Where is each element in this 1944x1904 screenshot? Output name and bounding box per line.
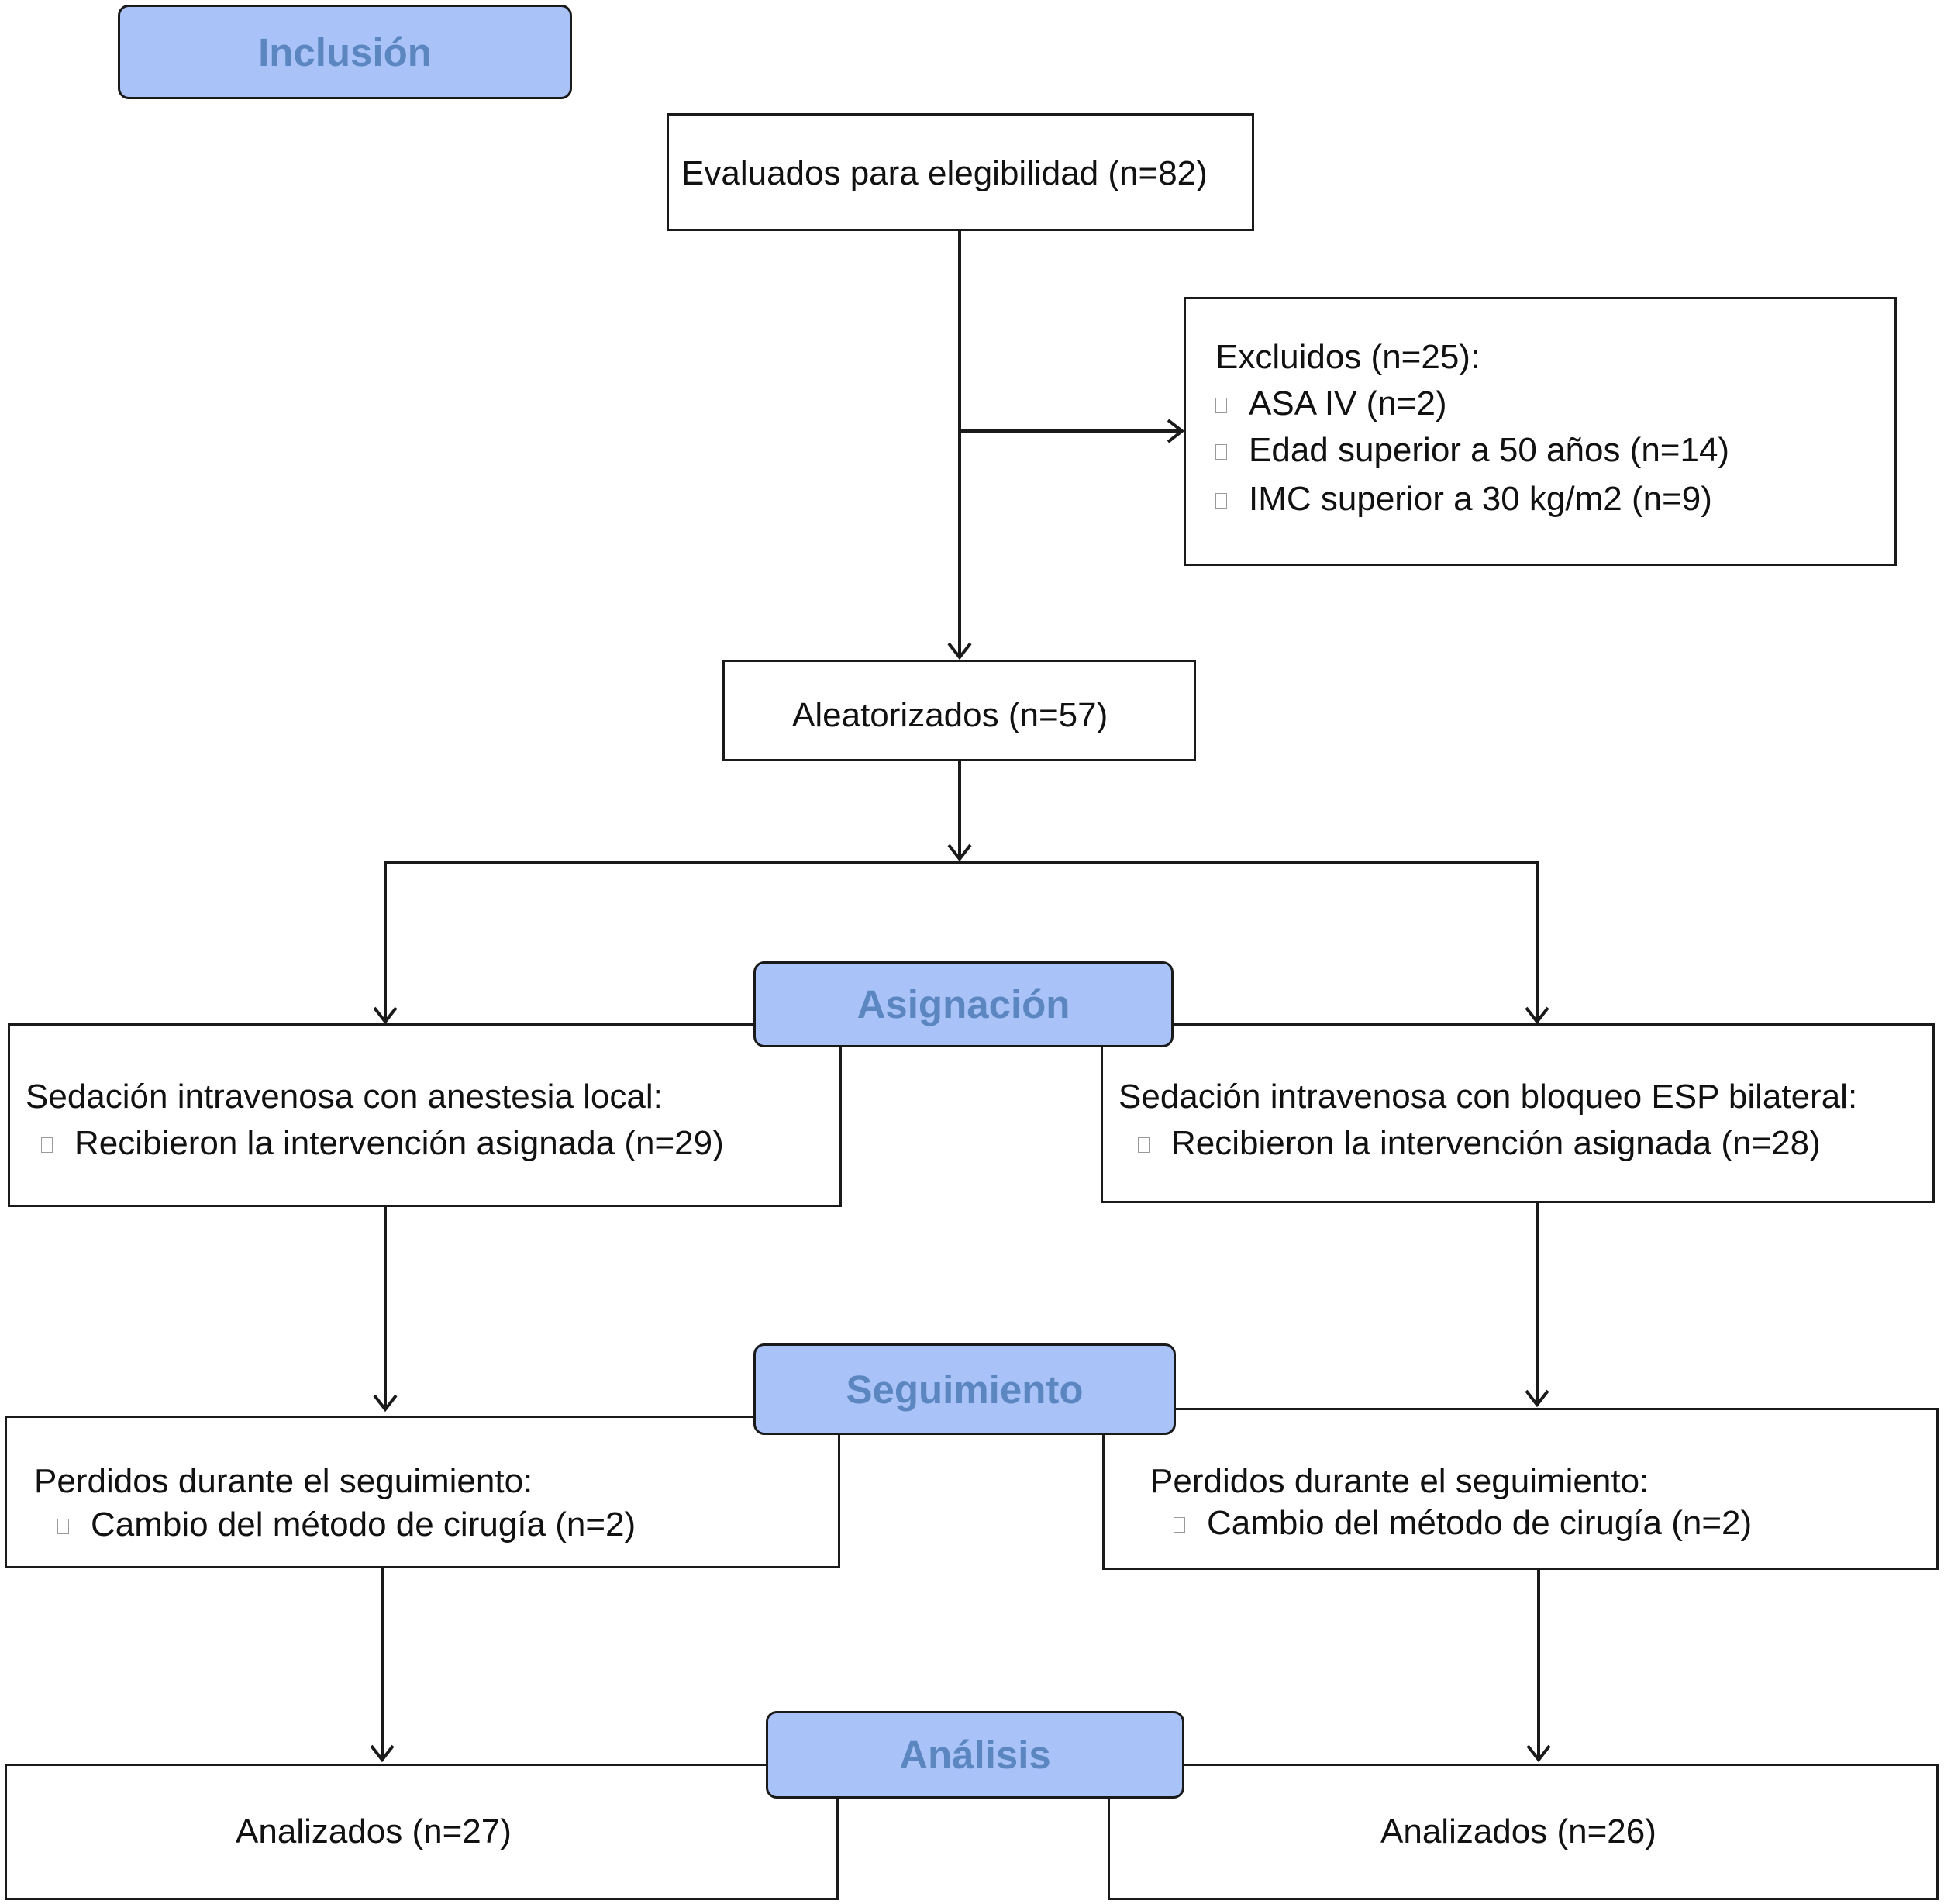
randomized-box: Aleatorizados (n=57) — [722, 660, 1196, 761]
checkbox-icon — [1138, 1137, 1150, 1153]
right-analysis-text: Analizados (n=26) — [1380, 1813, 1656, 1851]
excluded-item: IMC superior a 30 kg/m2 (n=9) — [1215, 482, 1712, 516]
randomized-text: Aleatorizados (n=57) — [792, 696, 1108, 734]
right-allocation-item-label: Recibieron la intervención asignada (n=2… — [1171, 1124, 1821, 1162]
stage-inclusion-label: Inclusión — [258, 29, 432, 74]
excluded-item-label: ASA IV (n=2) — [1249, 385, 1447, 423]
excluded-item-label: IMC superior a 30 kg/m2 (n=9) — [1249, 480, 1712, 518]
left-followup-item: Cambio del método de cirugía (n=2) — [57, 1508, 636, 1542]
excluded-title: Excluidos (n=25): — [1215, 338, 1480, 376]
left-allocation-item: Recibieron la intervención asignada (n=2… — [41, 1126, 724, 1161]
stage-followup: Seguimiento — [753, 1343, 1176, 1435]
stage-followup-label: Seguimiento — [846, 1367, 1084, 1412]
checkbox-icon — [1215, 493, 1227, 509]
stage-allocation-label: Asignación — [857, 982, 1070, 1026]
excluded-item: Edad superior a 50 años (n=14) — [1215, 433, 1729, 467]
left-analysis-text: Analizados (n=27) — [236, 1813, 512, 1851]
checkbox-icon — [1215, 444, 1227, 460]
split-line — [384, 861, 1539, 1017]
checkbox-icon — [41, 1137, 53, 1153]
left-analysis-box: Analizados (n=27) — [5, 1764, 839, 1900]
stage-analysis-label: Análisis — [899, 1733, 1051, 1777]
excluded-item: ASA IV (n=2) — [1215, 387, 1447, 421]
checkbox-icon — [57, 1519, 69, 1534]
right-followup-item: Cambio del método de cirugía (n=2) — [1174, 1506, 1752, 1540]
checkbox-icon — [1215, 398, 1227, 413]
left-allocation-item-label: Recibieron la intervención asignada (n=2… — [74, 1124, 724, 1162]
left-followup-item-label: Cambio del método de cirugía (n=2) — [91, 1506, 636, 1544]
right-allocation-title: Sedación intravenosa con bloqueo ESP bil… — [1118, 1078, 1858, 1116]
right-allocation-item: Recibieron la intervención asignada (n=2… — [1138, 1126, 1821, 1161]
right-followup-item-label: Cambio del método de cirugía (n=2) — [1207, 1504, 1753, 1542]
left-followup-title: Perdidos durante el seguimiento: — [34, 1462, 533, 1500]
left-followup-box: Perdidos durante el seguimiento: Cambio … — [5, 1416, 840, 1568]
right-followup-title: Perdidos durante el seguimiento: — [1150, 1462, 1649, 1500]
stage-allocation: Asignación — [753, 961, 1174, 1047]
excluded-item-label: Edad superior a 50 años (n=14) — [1249, 431, 1730, 469]
right-allocation-box: Sedación intravenosa con bloqueo ESP bil… — [1101, 1023, 1935, 1203]
right-analysis-box: Analizados (n=26) — [1108, 1764, 1939, 1900]
left-allocation-box: Sedación intravenosa con anestesia local… — [8, 1023, 842, 1207]
assessed-text: Evaluados para elegibilidad (n=82) — [681, 154, 1208, 192]
assessed-box: Evaluados para elegibilidad (n=82) — [667, 113, 1254, 231]
stage-analysis: Análisis — [766, 1711, 1184, 1799]
left-allocation-title: Sedación intravenosa con anestesia local… — [26, 1078, 663, 1116]
excluded-box: Excluidos (n=25): ASA IV (n=2) Edad supe… — [1184, 297, 1897, 566]
right-followup-box: Perdidos durante el seguimiento: Cambio … — [1102, 1408, 1939, 1570]
stage-inclusion: Inclusión — [118, 5, 572, 99]
checkbox-icon — [1174, 1517, 1185, 1533]
